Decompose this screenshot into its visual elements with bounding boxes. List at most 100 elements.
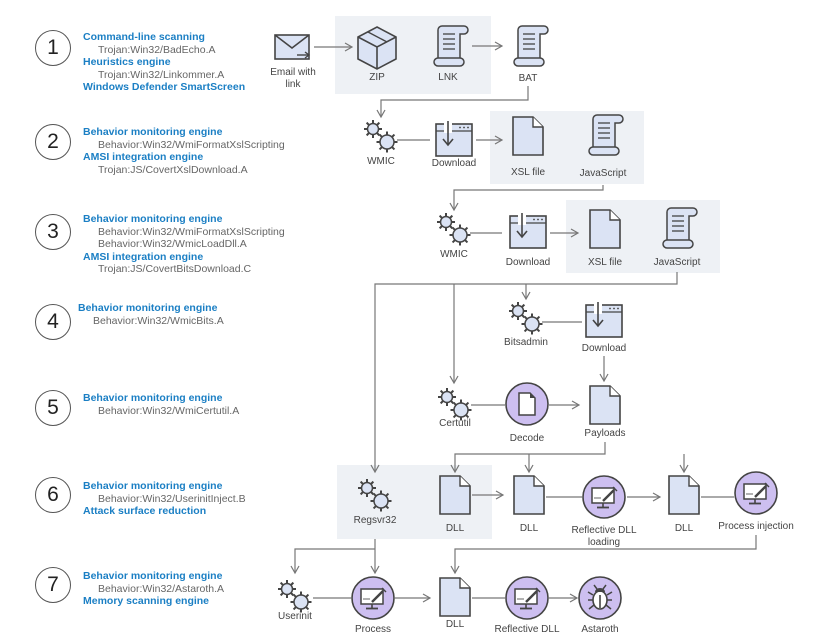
node-procinj1: Process injection [718,471,794,532]
node-label: WMIC [440,249,468,260]
node-dll4: DLL [439,577,471,630]
node-xsl1: XSL file [511,116,546,178]
node-label: Process [355,624,391,635]
gears-icon [358,479,392,512]
node-label: DLL [675,523,694,534]
download-window-icon [509,213,547,249]
node-label: Payloads [584,428,625,439]
detection-name: Behavior:Win32/WmiFormatXslScripting [98,225,285,238]
step-number-badge: 6 [35,477,71,513]
node-label: Bitsadmin [504,337,548,348]
step-number-badge: 5 [35,390,71,426]
arrow-connector [376,86,529,119]
detection-name: Trojan:Win32/BadEcho.A [98,43,216,56]
file-icon [439,475,471,515]
monitor-injection-icon [505,576,549,620]
engine-name: Behavior monitoring engine [83,213,223,225]
node-dll3: DLL [668,475,700,534]
node-label: Download [432,158,476,169]
arrow-connector [290,548,375,575]
bug-icon [578,576,622,620]
node-label: XSL file [588,257,623,268]
node-download3: Download [582,302,626,354]
node-dll1: DLL [439,475,471,534]
gears-icon [364,120,398,153]
node-js2: JavaScript [654,207,701,268]
node-label: XSL file [511,167,546,178]
node-label: DLL [520,523,539,534]
detection-name: Behavior:Win32/WmiCertutil.A [98,404,240,417]
node-certutil: Certutil [438,388,472,429]
node-label: JavaScript [654,257,701,268]
engine-name: AMSI integration engine [83,250,204,263]
detection-name: Behavior:Win32/WmiFormatXslScripting [98,138,285,151]
node-download1: Download [432,121,476,169]
detection-name: Behavior:Win32/Astaroth.A [98,582,225,595]
monitor-injection-icon [734,471,778,515]
node-label: Userinit [278,611,312,622]
node-js1: JavaScript [580,114,627,179]
node-label: link [285,79,301,90]
gears-icon [509,302,543,335]
detection-name: Trojan:Win32/Linkommer.A [98,68,225,81]
node-label: JavaScript [580,168,627,179]
file-icon [668,475,700,515]
step-number-badge: 4 [35,304,71,340]
envelope-icon [274,34,311,60]
node-xsl2: XSL file [588,209,623,268]
download-window-icon [585,302,623,338]
node-label: Decode [510,433,545,444]
monitor-injection-icon [351,576,395,620]
file-icon [439,577,471,617]
engine-name: Behavior monitoring engine [78,302,218,314]
node-bitsadmin: Bitsadmin [504,302,548,348]
gears-icon [438,388,472,421]
connectors [290,41,757,603]
engine-name: Windows Defender SmartScreen [83,81,246,93]
node-label: Regsvr32 [354,515,397,526]
node-payloads: Payloads [584,385,626,439]
node-label: ZIP [369,72,385,83]
step-number-badge: 3 [35,214,71,250]
detection-name: Behavior:Win32/UserinitInject.B [98,492,246,505]
step-number-badge: 7 [35,567,71,603]
engine-name: Behavior monitoring engine [83,570,223,582]
file-icon [589,385,621,425]
monitor-injection-icon [582,475,626,519]
node-label: Process injection [718,521,794,532]
step-number-badge: 2 [35,124,71,160]
gears-icon [437,213,471,246]
node-regsvr32: Regsvr32 [354,479,397,526]
node-label: Download [582,343,626,354]
node-label: LNK [438,72,458,83]
scroll-icon [588,114,624,156]
node-zip: ZIP [357,26,397,83]
node-lnk: LNK [433,25,469,83]
node-label: Reflective DLL [494,624,559,635]
node-label: Astaroth [581,624,618,635]
download-window-icon [435,121,473,157]
engine-name: Heuristics engine [83,56,171,68]
node-decode: Decode [505,382,549,444]
node-bat: BAT [513,25,549,84]
engine-name: Behavior monitoring engine [83,392,223,404]
scroll-icon [433,25,469,67]
scroll-icon [513,25,549,67]
node-dll2: DLL [513,475,545,534]
file-icon [513,475,545,515]
decode-file-icon [505,382,549,426]
node-label: DLL [446,619,465,630]
arrow-connector [449,185,604,212]
node-label: Download [506,257,550,268]
detection-name: Trojan:JS/CovertXslDownload.A [98,163,248,176]
scroll-icon [662,207,698,249]
